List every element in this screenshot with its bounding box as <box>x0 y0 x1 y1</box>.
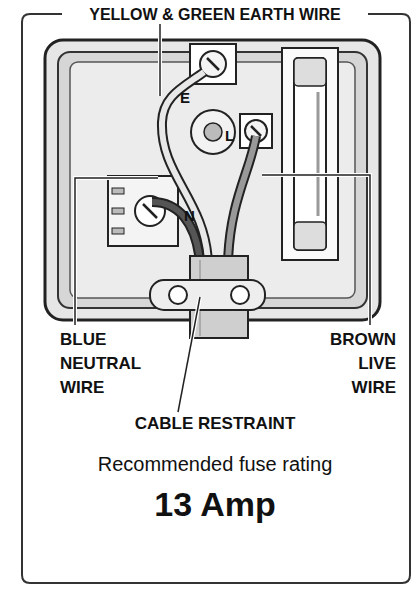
callout-label: YELLOW & GREEN EARTH WIRE <box>62 3 368 27</box>
restraint-screw <box>231 286 249 304</box>
cable-restraint <box>150 280 265 310</box>
leader-halo <box>75 178 158 325</box>
screw-slot <box>207 58 219 70</box>
live-wire-outline <box>228 136 256 262</box>
terminal-letter: L <box>225 124 241 148</box>
centre-hole <box>204 123 222 141</box>
terminal-rib <box>112 228 124 234</box>
leader-halo <box>158 24 162 96</box>
screw-slot <box>251 126 261 136</box>
live-wire <box>228 136 256 262</box>
terminal-rib <box>112 208 124 214</box>
leader-line <box>75 178 158 325</box>
fuse-holder <box>282 48 338 260</box>
fuse-cap <box>294 58 326 86</box>
terminal-letter: E <box>180 86 196 110</box>
callout-label: BROWN LIVE WIRE <box>318 328 396 400</box>
leader-line <box>178 297 200 412</box>
terminal-rib <box>112 188 124 194</box>
leader-line <box>262 175 370 325</box>
terminal-letter: N <box>184 204 202 228</box>
callout-label: CABLE RESTRAINT <box>62 412 368 436</box>
leader-halo <box>262 175 370 325</box>
fuse <box>294 58 326 250</box>
earth-wire-outline <box>162 72 208 262</box>
callout-label: BLUE NEUTRAL WIRE <box>60 328 145 400</box>
leader-line <box>159 24 161 96</box>
neutral-terminal <box>108 176 178 246</box>
restraint-screw <box>169 286 187 304</box>
fuse-rating: 13 Amp <box>20 484 410 524</box>
fuse-highlight <box>317 92 320 216</box>
note-text: Recommended fuse rating <box>20 452 410 476</box>
fuse-cap <box>294 222 326 250</box>
earth-wire <box>162 72 208 262</box>
leader-halo <box>178 297 200 412</box>
